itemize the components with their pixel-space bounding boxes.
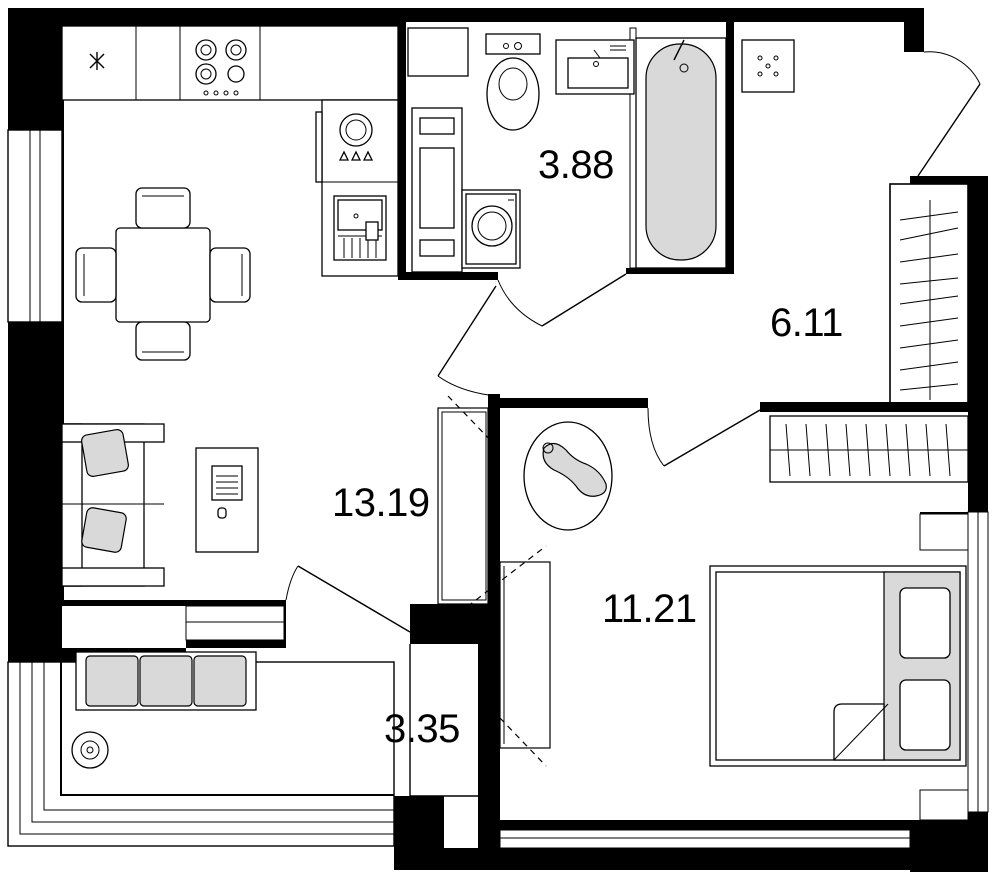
bathroom-area-label: 3.88 <box>538 143 614 187</box>
bathtub-icon <box>635 37 727 269</box>
electrical-panel-icon <box>741 39 795 93</box>
washing-machine-icon <box>461 189 521 269</box>
coffee-machine-icon <box>338 113 374 161</box>
bathroom-sink-icon <box>555 39 635 95</box>
doors <box>285 51 981 767</box>
stove-icon <box>195 39 247 96</box>
hall-wardrobe-horizontal <box>769 415 969 483</box>
dining-table <box>75 187 251 361</box>
bedroom-area-label: 11.21 <box>602 587 697 631</box>
toilet-icon <box>485 33 541 131</box>
interior-walls <box>398 22 969 749</box>
desk <box>195 447 259 553</box>
hall-wardrobe-vertical <box>899 200 959 400</box>
kitchen-sink-icon <box>333 195 387 261</box>
laptop-icon <box>216 475 238 519</box>
fridge-icon <box>89 52 105 70</box>
round-table-icon <box>71 731 109 769</box>
sofa <box>61 423 165 587</box>
exterior-walls <box>7 8 989 872</box>
balcony-sofa <box>75 651 257 711</box>
pet-bed-icon <box>523 421 613 531</box>
kitchen-living-area-label: 13.19 <box>332 481 430 525</box>
hallway-area-label: 6.11 <box>770 301 843 345</box>
balcony-area-label: 3.35 <box>384 707 460 751</box>
bathroom-fixtures <box>407 27 727 273</box>
double-bed <box>709 565 967 767</box>
